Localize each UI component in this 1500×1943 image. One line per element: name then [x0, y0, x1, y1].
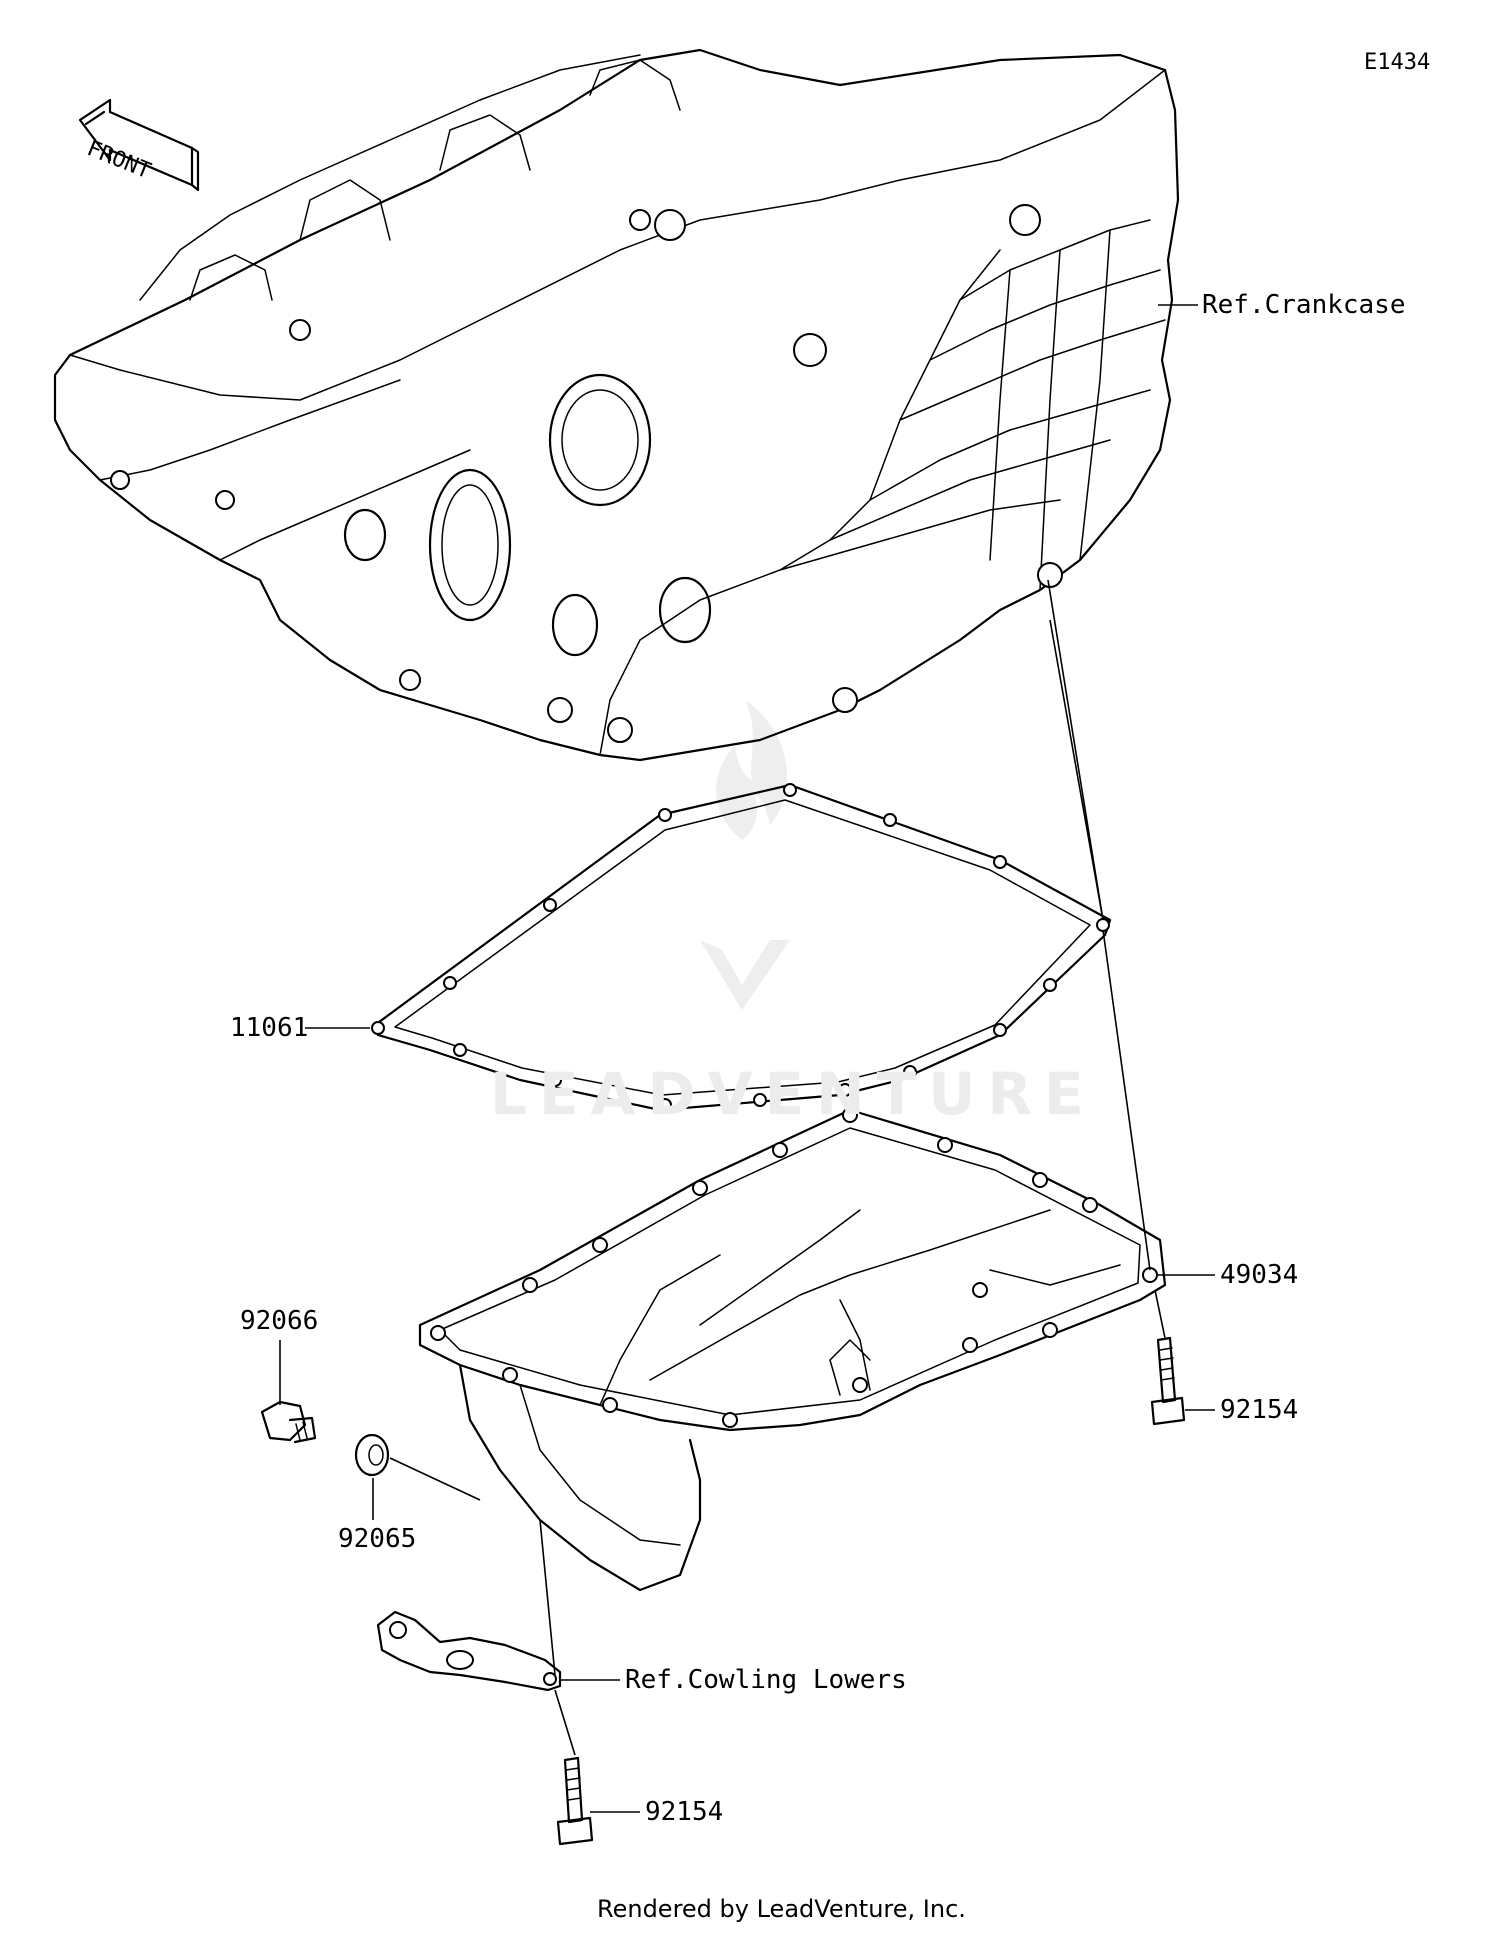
callout-washer-92065[interactable]: 92065	[338, 1524, 417, 1554]
callout-gasket-11061[interactable]: 11061	[230, 1013, 309, 1043]
leader-lines	[279, 304, 1215, 1813]
callout-crankcase-ref[interactable]: Ref.Crankcase	[1202, 290, 1406, 320]
callout-cowling-ref[interactable]: Ref.Cowling Lowers	[625, 1665, 907, 1695]
crankcase-drawing	[53, 48, 1180, 762]
washer-drawing	[354, 1433, 390, 1477]
bolt-right-drawing	[1150, 1336, 1186, 1426]
drain-plug-drawing	[260, 1400, 317, 1444]
watermark-logo-icon	[700, 700, 790, 1010]
front-arrow-icon	[78, 98, 200, 192]
footer-credit: Rendered by LeadVenture, Inc.	[597, 1895, 966, 1923]
cowling-bracket-drawing	[376, 1610, 562, 1692]
bolt-bottom-drawing	[556, 1756, 594, 1846]
callout-bolt-right-92154[interactable]: 92154	[1220, 1395, 1299, 1425]
oil-pan-drawing	[418, 1107, 1167, 1592]
watermark-text: LEADVENTURE	[490, 1060, 1096, 1128]
callout-bolt-bottom-92154[interactable]: 92154	[645, 1797, 724, 1827]
callout-drain-plug-92066[interactable]: 92066	[240, 1306, 319, 1336]
diagram-code: E1434	[1364, 50, 1431, 75]
oil-pan-gasket-drawing	[371, 783, 1112, 1112]
callout-oil-pan-49034[interactable]: 49034	[1220, 1260, 1299, 1290]
